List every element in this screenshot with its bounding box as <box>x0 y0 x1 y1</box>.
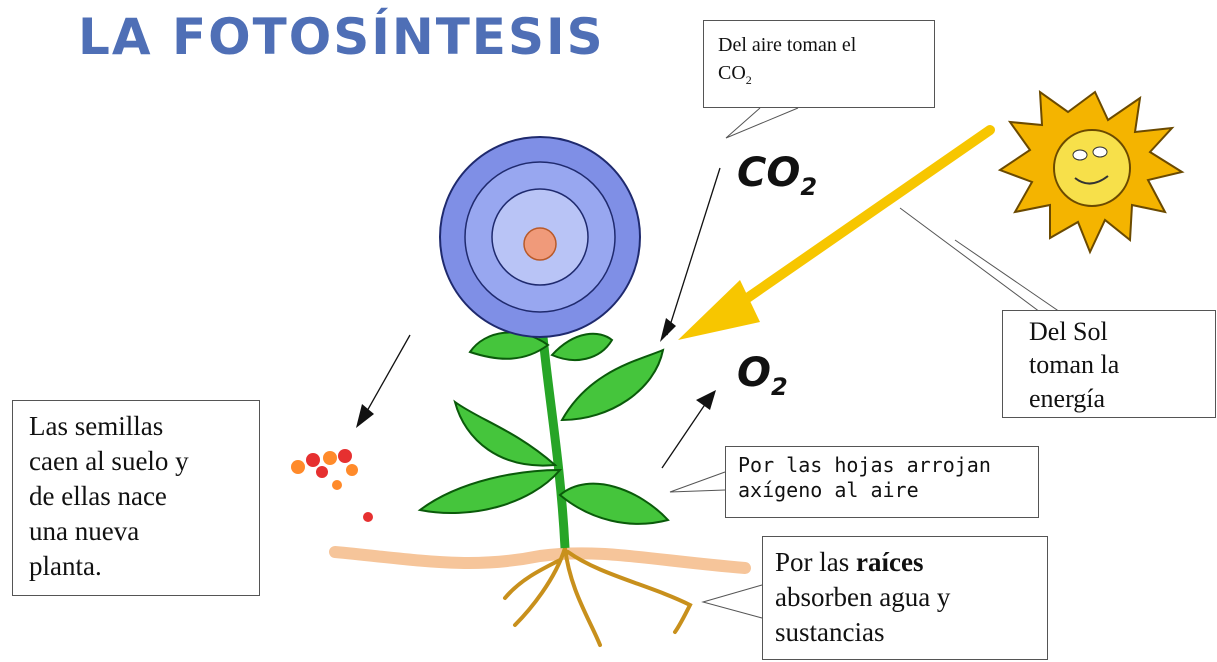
flower <box>439 136 641 338</box>
sun <box>997 89 1185 255</box>
co2-arrow <box>666 167 721 336</box>
o2-label: O2 <box>737 350 788 401</box>
co2-label: CO2 <box>737 150 818 201</box>
ground-line <box>329 546 751 574</box>
sun-callout-line2: toman la <box>1029 350 1120 380</box>
leaves-callout: Por las hojas arrojan axígeno al aire <box>725 446 1039 518</box>
air-callout: Del aire toman el CO2 <box>703 20 935 108</box>
sunlight-arrow <box>678 125 995 340</box>
roots-callout-line3: sustancias <box>775 617 885 648</box>
roots-callout: Por las raíces absorben agua y sustancia… <box>762 536 1048 660</box>
seeds <box>291 449 373 522</box>
seeds-callout-line1: Las semillas <box>29 411 164 441</box>
sun-callout: Del Sol toman la energía <box>1002 310 1216 418</box>
air-callout-line1: Del aire toman el <box>718 34 857 56</box>
roots <box>503 546 693 647</box>
seeds-callout-line3: de ellas nace <box>29 481 167 512</box>
roots-callout-line2: absorben agua y <box>775 582 951 613</box>
sun-callout-line1: Del Sol <box>1029 317 1108 346</box>
seeds-callout-line2: caen al suelo y <box>29 446 189 477</box>
sun-callout-line3: energía <box>1029 383 1106 413</box>
leaves <box>417 331 670 525</box>
air-callout-pointer <box>725 107 799 139</box>
seeds-callout-line4: una nueva <box>29 516 140 547</box>
air-callout-chem: CO2 <box>718 62 752 87</box>
o2-arrow <box>661 399 709 469</box>
roots-callout-line1: Por las raíces <box>775 547 924 577</box>
leaves-callout-line1: Por las hojas arrojan <box>738 453 991 477</box>
seeds-arrow <box>361 334 411 421</box>
seeds-callout: Las semillas caen al suelo y de ellas na… <box>12 400 260 596</box>
leaves-callout-pointer <box>669 471 726 493</box>
roots-callout-pointer <box>701 584 763 619</box>
page-title: LA FOTOSÍNTESIS <box>78 8 605 66</box>
leaves-callout-line2: axígeno al aire <box>738 478 919 502</box>
sun-callout-pointer <box>899 207 1062 313</box>
seeds-callout-line5: planta. <box>29 551 102 582</box>
